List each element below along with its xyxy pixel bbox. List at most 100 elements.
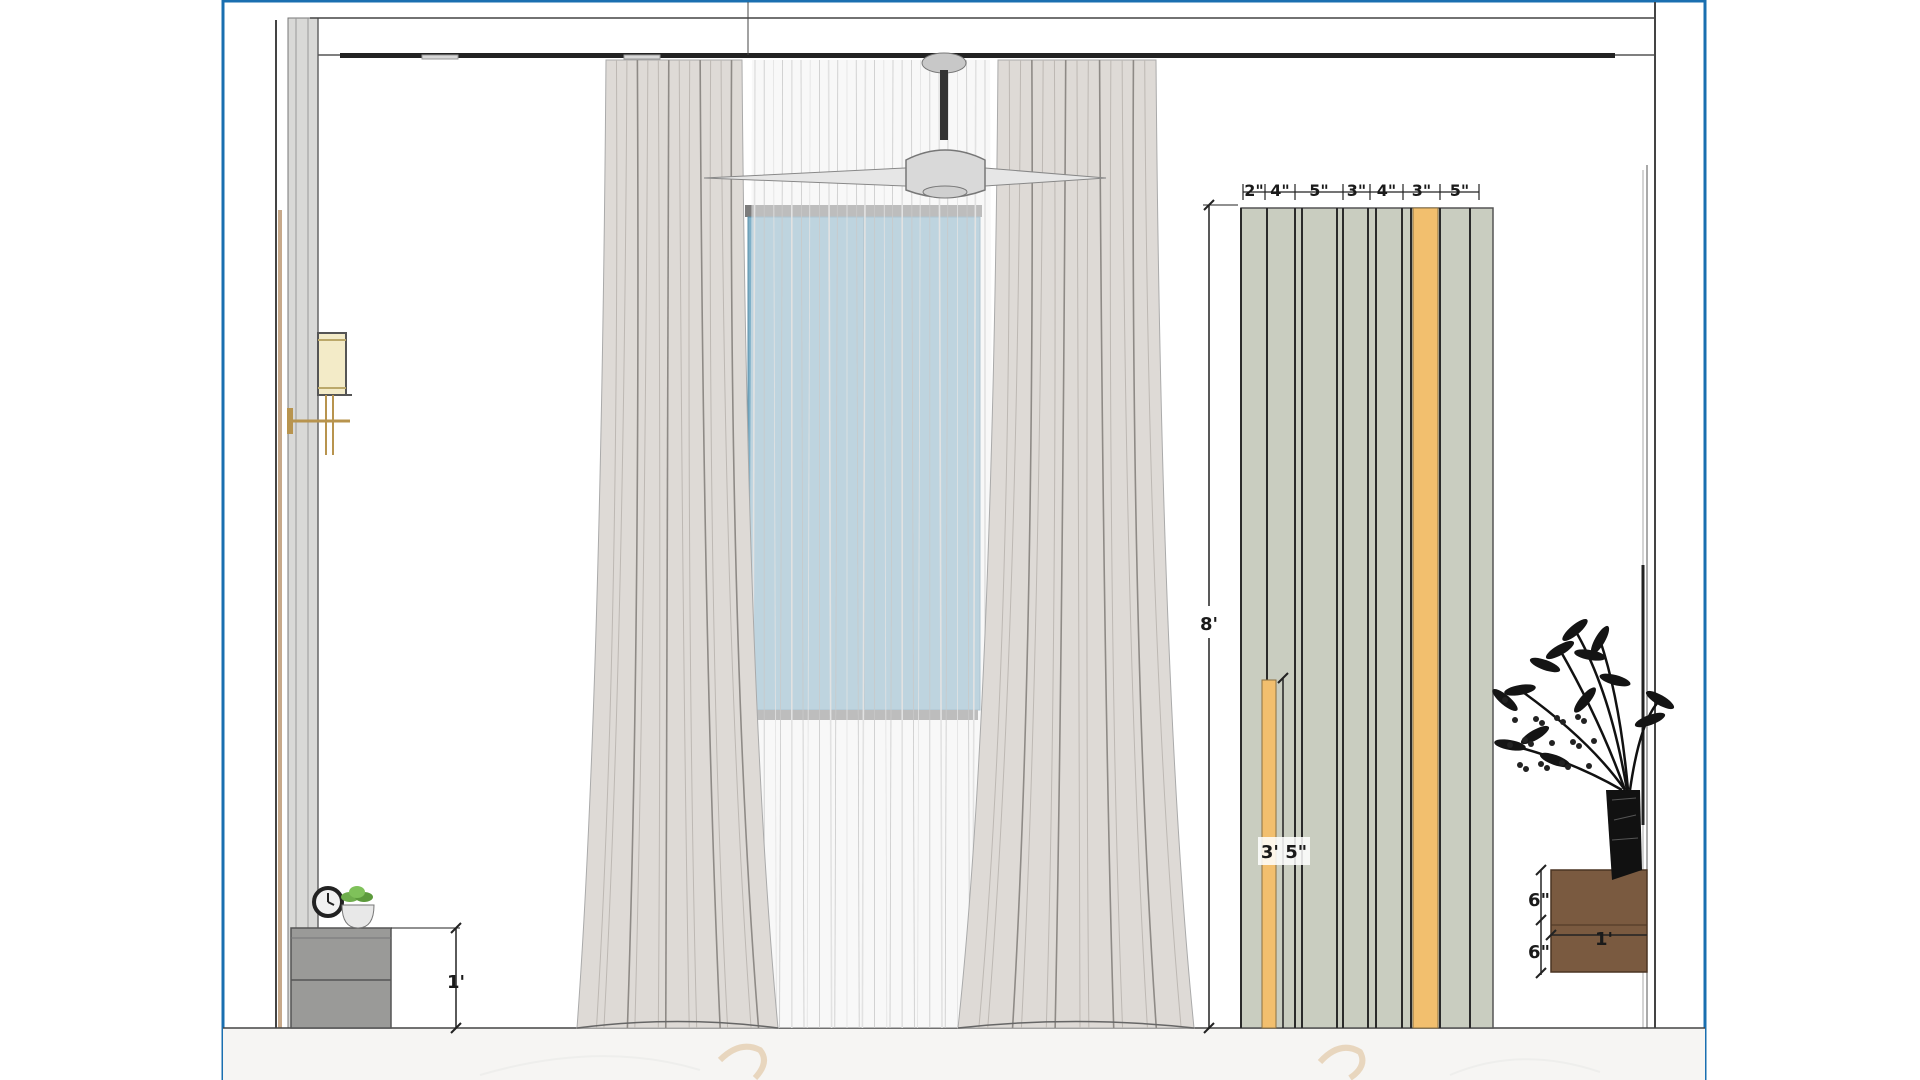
drape-fold xyxy=(657,59,661,1029)
plant-berry xyxy=(1565,764,1571,770)
slat-width-label: 3" xyxy=(1412,181,1431,200)
plant-berry xyxy=(1528,741,1534,747)
plant-berry xyxy=(1581,718,1587,724)
plant-berry xyxy=(1502,697,1508,703)
accent-strip-label: 3' 5" xyxy=(1261,842,1307,863)
sheer-fold xyxy=(861,59,867,1029)
plant-berry xyxy=(1522,737,1528,743)
sheer-fold xyxy=(883,59,888,1029)
drape-fold xyxy=(1086,59,1090,1029)
drape-fold xyxy=(978,59,1011,1029)
clock-icon xyxy=(312,886,344,918)
floating-shelf xyxy=(1550,869,1648,973)
drape-fold xyxy=(603,59,628,1029)
shelf-top-gap-label: 6" xyxy=(1528,890,1550,911)
plant-berry xyxy=(1523,766,1529,772)
drape-right xyxy=(957,59,1195,1029)
plant-leaf xyxy=(1634,712,1666,728)
plant-leaf xyxy=(1574,687,1596,713)
wall-sconce-icon xyxy=(287,332,352,455)
drape-fold xyxy=(1045,59,1056,1029)
drape-fold xyxy=(1132,59,1158,1029)
drape-hem xyxy=(957,1020,1195,1029)
table-height-dimension: 1' xyxy=(391,922,465,1034)
drape-fold xyxy=(987,59,1022,1029)
plant-stem xyxy=(1573,629,1629,791)
sheer-fold xyxy=(773,59,777,1029)
plant-leaf xyxy=(1574,649,1606,661)
accent-strip-tall xyxy=(1412,207,1439,1029)
drape-fold xyxy=(1011,59,1034,1029)
plant-leaf xyxy=(1590,625,1610,655)
sheer-fold xyxy=(944,59,949,1029)
plant-leaf xyxy=(1529,657,1561,673)
side-table xyxy=(290,927,392,1029)
drape-fold xyxy=(634,59,649,1029)
plant-berry xyxy=(1512,717,1518,723)
sheer-fold xyxy=(966,59,970,1029)
plant-stem xyxy=(1519,688,1627,791)
plant-berry xyxy=(1591,738,1597,744)
drape-fold xyxy=(699,59,721,1029)
plant-stem xyxy=(1598,639,1630,791)
plant-berry xyxy=(1507,742,1513,748)
plant-leaf xyxy=(1562,619,1588,641)
slat-width-label: 4" xyxy=(1377,181,1396,200)
plant-berry xyxy=(1517,762,1523,768)
plant-leaf xyxy=(1504,684,1536,696)
plant-leaf xyxy=(1645,690,1675,710)
sheer-body xyxy=(748,60,995,1028)
drape-fold xyxy=(664,59,670,1029)
plant-berry xyxy=(1538,761,1544,767)
drape-left xyxy=(576,59,779,1029)
floor xyxy=(223,1027,1705,1080)
drape-fold xyxy=(595,59,618,1029)
drape-fold xyxy=(1144,59,1182,1029)
plant-berry xyxy=(1549,740,1555,746)
sheer-fold xyxy=(917,59,921,1029)
ceiling-fan-icon xyxy=(703,52,1107,199)
plant-stem xyxy=(1558,649,1627,791)
sheer-fold xyxy=(779,59,783,1029)
sheer-fold xyxy=(855,59,860,1029)
panel-height-dimension: 8' xyxy=(1190,199,1238,1034)
slat-width-label: 5" xyxy=(1450,181,1469,200)
dimension-annotations: 2"4"5"3"4"3"5" 8' 3' 5" 1' xyxy=(391,181,1647,1034)
left-wall xyxy=(275,17,319,1030)
panel-height-label: 8' xyxy=(1200,614,1218,635)
ceiling xyxy=(310,2,1655,60)
plant-berry xyxy=(1559,760,1565,766)
shelf-width-label: 1' xyxy=(1595,929,1613,950)
plant-berry xyxy=(1539,720,1545,726)
plant-leaf xyxy=(1599,673,1631,687)
slat-width-label: 4" xyxy=(1270,181,1289,200)
plant-berry xyxy=(1575,714,1581,720)
sheer-fold xyxy=(800,59,805,1029)
succulent-plant-icon xyxy=(341,886,375,929)
accent-strip-dimension: 3' 5" xyxy=(1258,672,1310,1028)
drape-fold xyxy=(1020,59,1044,1029)
shelf-dimensions: 6" 6" 1' xyxy=(1528,864,1647,979)
sheer-fold xyxy=(827,59,833,1029)
slat-width-dimensions: 2"4"5"3"4"3"5" xyxy=(1242,181,1480,200)
drape-fold xyxy=(709,59,729,1029)
plant-leaf xyxy=(1545,640,1575,660)
plant-berry xyxy=(1570,739,1576,745)
drape-fold xyxy=(1054,59,1067,1029)
sheer-fold xyxy=(834,59,839,1029)
sheer-curtain xyxy=(748,59,995,1029)
sheer-fold xyxy=(911,59,915,1029)
slat-wall-panel xyxy=(1240,207,1494,1029)
drape-fold xyxy=(678,59,690,1029)
drape-fold xyxy=(688,59,698,1029)
sheer-fold xyxy=(806,59,811,1029)
plant-berry xyxy=(1554,715,1560,721)
drape-hem xyxy=(576,1020,779,1029)
plant-berry xyxy=(1576,743,1582,749)
drape-fold xyxy=(626,59,639,1029)
slat-width-label: 3" xyxy=(1347,181,1366,200)
plant-berry xyxy=(1544,765,1550,771)
drape-fold xyxy=(730,59,760,1029)
slat-width-label: 2" xyxy=(1244,181,1263,200)
drape-fold xyxy=(720,59,752,1029)
